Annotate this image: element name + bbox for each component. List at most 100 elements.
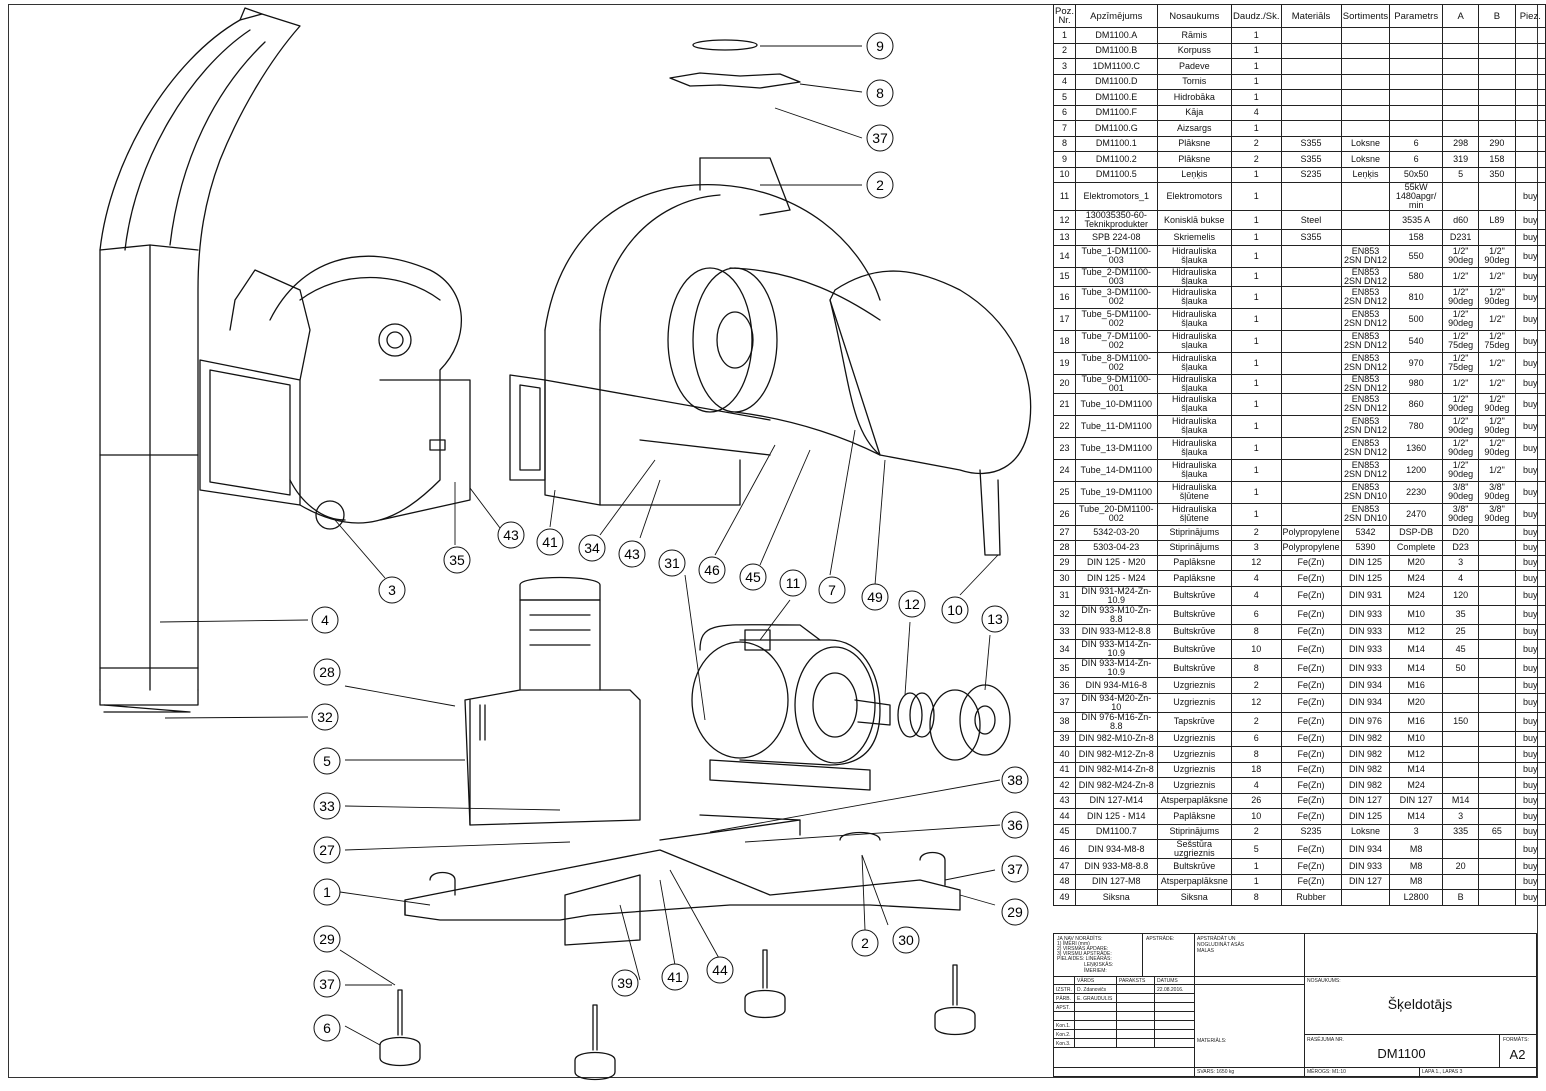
svg-text:37: 37 bbox=[319, 976, 335, 992]
bom-cell: Tube_11-DM1100 bbox=[1075, 414, 1158, 438]
bom-cell: 1 bbox=[1231, 285, 1282, 309]
bom-cell: DIN 931 bbox=[1340, 585, 1391, 606]
bom-cell: Hidrauliska šļauka bbox=[1156, 373, 1233, 394]
bom-cell: buy bbox=[1514, 604, 1546, 625]
bom-cell bbox=[1389, 27, 1443, 44]
bom-cell: 1 bbox=[1231, 229, 1282, 246]
bom-cell: M12 bbox=[1389, 623, 1443, 640]
bom-cell: DM1100.5 bbox=[1075, 166, 1158, 183]
bom-cell bbox=[1441, 89, 1480, 106]
hydraulic-tank-part bbox=[464, 576, 641, 826]
bom-cell: 500 bbox=[1389, 307, 1443, 331]
bom-cell: 970 bbox=[1389, 351, 1443, 375]
bom-cell: 158 bbox=[1389, 229, 1443, 246]
bom-cell: Fe(Zn) bbox=[1280, 808, 1342, 825]
bom-cell: 1/2" 90deg bbox=[1441, 436, 1480, 460]
bom-cell: 1/2" bbox=[1441, 373, 1480, 394]
housing-part bbox=[509, 157, 881, 506]
callout-33: 33 bbox=[313, 792, 341, 820]
bom-cell bbox=[1478, 808, 1516, 825]
bom-cell: DIN 982 bbox=[1340, 777, 1391, 794]
svg-text:37: 37 bbox=[872, 130, 888, 146]
bom-cell: 3 bbox=[1441, 554, 1480, 571]
bom-cell: 6 bbox=[1389, 135, 1443, 152]
bom-cell: 8 bbox=[1231, 746, 1282, 763]
callout-40: 39 bbox=[611, 969, 639, 997]
bom-cell: 45 bbox=[1052, 823, 1077, 840]
callout-1: 1 bbox=[313, 878, 341, 906]
bom-cell: Hidrauliska sļauka bbox=[1156, 329, 1233, 353]
bom-cell: 1 bbox=[1231, 182, 1282, 211]
callout-5: 5 bbox=[313, 747, 341, 775]
bom-cell bbox=[1514, 166, 1546, 183]
bom-cell: M12 bbox=[1389, 746, 1443, 763]
tb-apstrade: APSTRĀDE: bbox=[1146, 936, 1175, 942]
bom-cell: EN853 2SN DN10 bbox=[1340, 480, 1391, 504]
callout-8: 8 bbox=[866, 79, 894, 107]
bom-cell: 980 bbox=[1389, 373, 1443, 394]
bom-cell: 3/8" 90deg bbox=[1441, 502, 1480, 526]
bom-cell bbox=[1514, 135, 1546, 152]
bom-cell bbox=[1441, 839, 1480, 859]
bill-of-materials-table: Poz. Nr. Apzīmējums Nosaukums Daudz./Sk.… bbox=[1052, 4, 1546, 906]
bom-cell: Hidrauliska šļauka bbox=[1156, 458, 1233, 482]
bom-cell: 35 bbox=[1441, 604, 1480, 625]
bom-cell: 1 bbox=[1231, 27, 1282, 44]
bom-cell: buy bbox=[1514, 746, 1546, 763]
bom-cell: D231 bbox=[1441, 229, 1480, 246]
bom-cell: 38 bbox=[1052, 711, 1077, 732]
callout-13: 13 bbox=[981, 605, 1009, 633]
bom-cell: 1 bbox=[1231, 329, 1282, 353]
bom-cell: DM1100.1 bbox=[1075, 135, 1158, 152]
bom-cell bbox=[1280, 502, 1342, 526]
bom-cell bbox=[1478, 658, 1516, 678]
bom-cell: M14 bbox=[1441, 792, 1480, 809]
bom-cell bbox=[1478, 604, 1516, 625]
callouts-layer: 9 8 37 2 43 41 34 43 35 3 31 46 45 11 7 … bbox=[311, 32, 1029, 1042]
bom-cell: Tube_5-DM1100-002 bbox=[1075, 307, 1158, 331]
bom-cell: 21 bbox=[1052, 392, 1077, 416]
bom-cell: Hidrauliska šļauka bbox=[1156, 307, 1233, 331]
bom-cell: 4 bbox=[1231, 777, 1282, 794]
bom-cell: EN853 2SN DN12 bbox=[1340, 414, 1391, 438]
bom-cell: S355 bbox=[1280, 229, 1342, 246]
callout-3: 3 bbox=[378, 576, 406, 604]
bom-cell: 5342-03-20 bbox=[1075, 524, 1158, 541]
bom-cell: DIN 125 - M24 bbox=[1075, 570, 1158, 587]
bom-cell: 290 bbox=[1478, 135, 1516, 152]
svg-text:5: 5 bbox=[323, 753, 331, 769]
bom-header-cell: Piez. bbox=[1514, 4, 1546, 28]
bom-cell: 1/2" 90deg bbox=[1478, 436, 1516, 460]
bom-cell: Fe(Zn) bbox=[1280, 777, 1342, 794]
bom-cell: DIN 982-M12-Zn-8 bbox=[1075, 746, 1158, 763]
bom-cell: 810 bbox=[1389, 285, 1443, 309]
callout-37b: 37 bbox=[313, 970, 341, 998]
bom-cell: 12 bbox=[1231, 554, 1282, 571]
bom-cell bbox=[1280, 392, 1342, 416]
bom-cell: 34 bbox=[1052, 639, 1077, 659]
bom-cell: DIN 125 bbox=[1340, 808, 1391, 825]
bom-cell: 350 bbox=[1478, 166, 1516, 183]
bom-cell: 36 bbox=[1052, 677, 1077, 694]
bom-cell: EN853 2SN DN12 bbox=[1340, 373, 1391, 394]
bom-header-cell: Apzīmējums bbox=[1075, 4, 1158, 28]
bom-cell: Polypropylene bbox=[1280, 539, 1342, 556]
bom-cell: Fe(Zn) bbox=[1280, 761, 1342, 778]
bom-cell: 1 bbox=[1231, 266, 1282, 287]
bom-cell: 39 bbox=[1052, 730, 1077, 747]
bom-cell: d60 bbox=[1441, 210, 1480, 230]
bom-cell: 1 bbox=[1231, 58, 1282, 75]
bom-cell: 7 bbox=[1052, 120, 1077, 137]
bom-cell: buy bbox=[1514, 639, 1546, 659]
bom-cell: 3 bbox=[1231, 539, 1282, 556]
bom-cell: buy bbox=[1514, 244, 1546, 268]
bom-cell: M16 bbox=[1389, 677, 1443, 694]
bom-cell: 2 bbox=[1231, 677, 1282, 694]
bom-cell: EN853 2SN DN12 bbox=[1340, 392, 1391, 416]
svg-text:38: 38 bbox=[1007, 772, 1023, 788]
bom-cell: Siksna bbox=[1156, 889, 1233, 906]
